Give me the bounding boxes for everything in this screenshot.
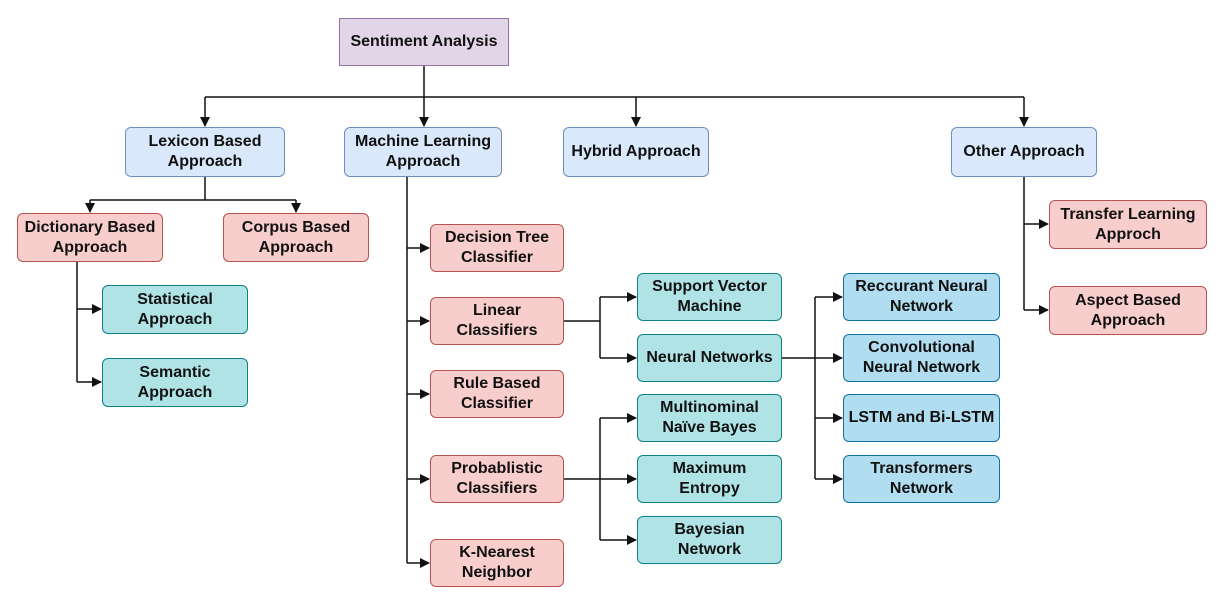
node-support-vector-machine: Support Vector Machine xyxy=(637,273,782,321)
node-bayesian-network: Bayesian Network xyxy=(637,516,782,564)
node-sentiment-analysis: Sentiment Analysis xyxy=(339,18,509,66)
node-statistical-approach: Statistical Approach xyxy=(102,285,248,334)
node-corpus-based-approach: Corpus Based Approach xyxy=(223,213,369,262)
node-lexicon-based-approach: Lexicon Based Approach xyxy=(125,127,285,177)
node-convolutional-neural-network: Convolutional Neural Network xyxy=(843,334,1000,382)
node-machine-learning-approach: Machine Learning Approach xyxy=(344,127,502,177)
node-lstm-bi-lstm: LSTM and Bi-LSTM xyxy=(843,394,1000,442)
node-hybrid-approach: Hybrid Approach xyxy=(563,127,709,177)
node-transformers-network: Transformers Network xyxy=(843,455,1000,503)
node-decision-tree-classifier: Decision Tree Classifier xyxy=(430,224,564,272)
node-rule-based-classifier: Rule Based Classifier xyxy=(430,370,564,418)
node-transfer-learning-approach: Transfer Learning Approch xyxy=(1049,200,1207,249)
node-dictionary-based-approach: Dictionary Based Approach xyxy=(17,213,163,262)
node-recurrent-neural-network: Reccurant Neural Network xyxy=(843,273,1000,321)
node-semantic-approach: Semantic Approach xyxy=(102,358,248,407)
node-linear-classifiers: Linear Classifiers xyxy=(430,297,564,345)
node-neural-networks: Neural Networks xyxy=(637,334,782,382)
node-other-approach: Other Approach xyxy=(951,127,1097,177)
node-probabilistic-classifiers: Probablistic Classifiers xyxy=(430,455,564,503)
node-k-nearest-neighbor: K-Nearest Neighbor xyxy=(430,539,564,587)
node-maximum-entropy: Maximum Entropy xyxy=(637,455,782,503)
node-multinominal-naive-bayes: Multinominal Naïve Bayes xyxy=(637,394,782,442)
node-aspect-based-approach: Aspect Based Approach xyxy=(1049,286,1207,335)
